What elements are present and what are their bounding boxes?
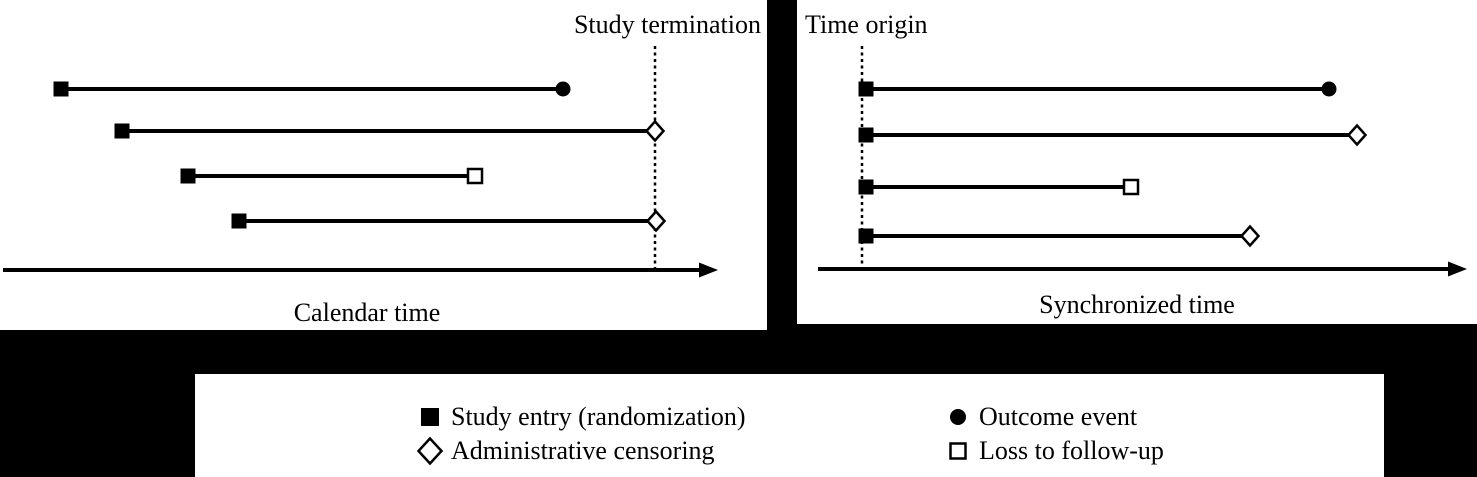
time-origin-label: Time origin [805, 10, 928, 39]
legend-label: Outcome event [979, 402, 1138, 431]
study-entry-marker [114, 123, 130, 139]
loss-to-follow-up-marker [1122, 178, 1140, 196]
outcome-event-marker [950, 409, 966, 425]
legend: Study entry (randomization) Administrativ… [195, 374, 1384, 477]
open-square-icon [949, 442, 967, 460]
study-entry-marker [858, 127, 874, 143]
synchronized-time-panel: Time origin Synchronized time [797, 0, 1477, 324]
legend-item: Administrative censoring [415, 434, 746, 468]
administrative-censoring-marker [416, 436, 444, 466]
legend-column-left: Study entry (randomization) Administrativ… [415, 400, 746, 468]
study-entry-marker [858, 228, 874, 244]
synchronized-time-axis-label: Synchronized time [1039, 290, 1235, 319]
loss-to-follow-up-marker [949, 442, 967, 460]
loss-to-follow-up-marker [466, 167, 484, 185]
calendar-time-axis-label: Calendar time [293, 298, 441, 327]
study-entry-marker [858, 81, 874, 97]
outcome-event-marker [1321, 81, 1337, 97]
study-entry-marker [231, 213, 247, 229]
study-entry-marker [180, 168, 196, 184]
administrative-censoring-marker [1239, 224, 1261, 248]
legend-item: Loss to follow-up [943, 434, 1164, 468]
legend-label: Study entry (randomization) [451, 402, 746, 431]
administrative-censoring-marker [644, 119, 666, 143]
legend-item: Outcome event [943, 400, 1164, 434]
outcome-event-marker [555, 81, 571, 97]
legend-label: Administrative censoring [451, 436, 715, 465]
study-entry-marker [53, 81, 69, 97]
time-axis-arrowhead [1448, 261, 1467, 277]
administrative-censoring-marker [1346, 123, 1368, 147]
calendar-time-panel: Study termination Calendar time [0, 0, 767, 330]
study-entry-marker [858, 179, 874, 195]
study-entry-marker [421, 408, 439, 426]
study-termination-label: Study termination [573, 10, 761, 39]
legend-label: Loss to follow-up [979, 436, 1164, 465]
filled-square-icon [421, 408, 439, 426]
filled-circle-icon [950, 409, 966, 425]
legend-item: Study entry (randomization) [415, 400, 746, 434]
time-axis-arrowhead [699, 262, 718, 278]
synchronized-time-diagram [818, 46, 1467, 277]
open-diamond-icon [416, 436, 444, 466]
administrative-censoring-marker [645, 209, 667, 233]
calendar-time-diagram [3, 46, 718, 278]
